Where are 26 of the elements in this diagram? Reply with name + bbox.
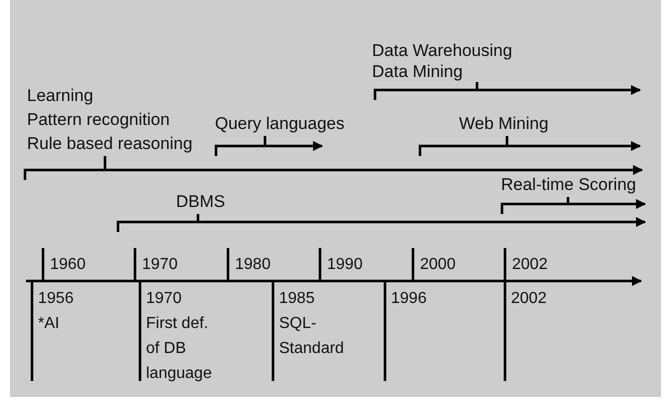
event-label: SQL-Standard — [279, 314, 345, 359]
year-label: 1980 — [235, 255, 271, 275]
topic-label: Query languages — [215, 113, 344, 135]
leader-line — [506, 136, 508, 146]
event-label: 1996 — [391, 289, 428, 309]
event-label: 1970 — [146, 289, 183, 309]
leader-line — [104, 156, 106, 170]
year-label: 2002 — [512, 255, 548, 275]
year-label: 1970 — [142, 255, 178, 275]
leader-line — [264, 136, 266, 146]
year-label: 1990 — [327, 255, 363, 275]
topic-label: Learning — [27, 85, 94, 107]
topic-label: DBMS — [176, 191, 226, 213]
leader-line — [196, 214, 200, 222]
leader-line — [566, 197, 570, 204]
event-label: First def. of DB language — [146, 314, 213, 384]
topic-label: Data Warehousing — [372, 40, 512, 61]
year-label: 2000 — [420, 255, 456, 275]
topic-label: Pattern recognition — [27, 109, 170, 131]
topic-label: Rule based reasoning — [27, 133, 192, 155]
year-label: 1960 — [50, 255, 86, 275]
leader-line — [476, 82, 478, 90]
event-label: 2002 — [511, 289, 548, 309]
topic-label: Web Mining — [459, 113, 548, 135]
topic-label: Data Mining — [372, 61, 463, 82]
topic-label: Real-time Scoring — [501, 174, 636, 196]
